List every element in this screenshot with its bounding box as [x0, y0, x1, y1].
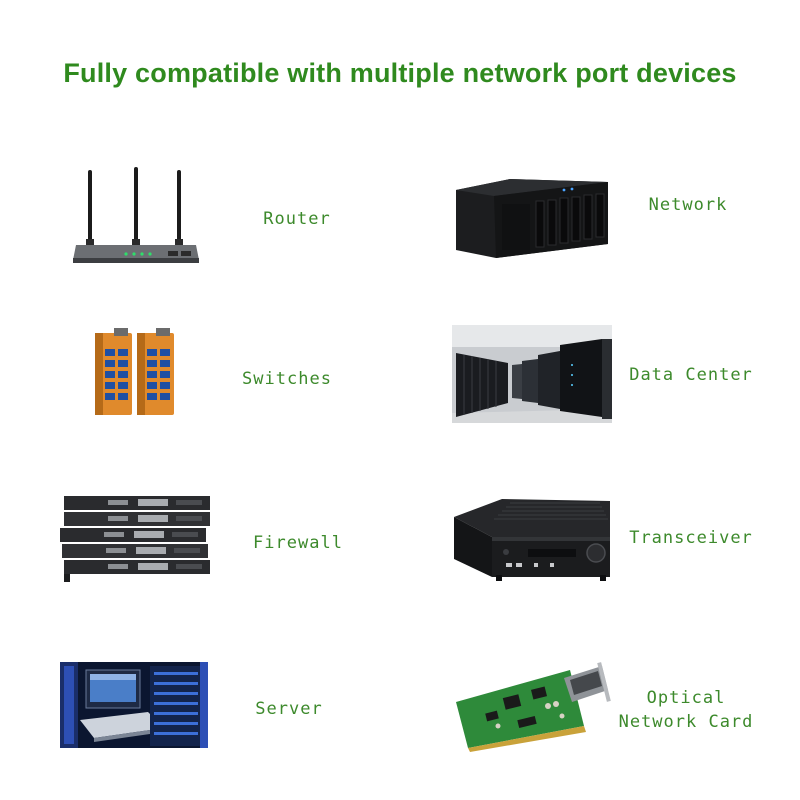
- firewall-icon: [60, 496, 210, 582]
- server-rack-icon: [60, 662, 208, 748]
- device-label-data-center: Data Center: [629, 365, 753, 385]
- device-label-switches: Switches: [242, 369, 332, 389]
- device-label-firewall: Firewall: [253, 533, 343, 553]
- data-center-icon: [452, 325, 612, 423]
- switch-icon: [95, 328, 174, 415]
- nas-icon: [456, 179, 608, 258]
- network-card-icon: [456, 662, 611, 752]
- device-label-optical-line-1: Optical: [646, 688, 726, 708]
- device-label-router: Router: [263, 209, 331, 229]
- page-headline: Fully compatible with multiple network p…: [63, 58, 737, 88]
- device-label-network: Network: [648, 195, 728, 215]
- device-label-server: Server: [255, 699, 323, 719]
- device-label-transceiver: Transceiver: [629, 528, 753, 548]
- device-label-optical-line-2: Network Card: [618, 712, 754, 732]
- router-icon: [73, 167, 199, 263]
- transceiver-icon: [454, 499, 610, 581]
